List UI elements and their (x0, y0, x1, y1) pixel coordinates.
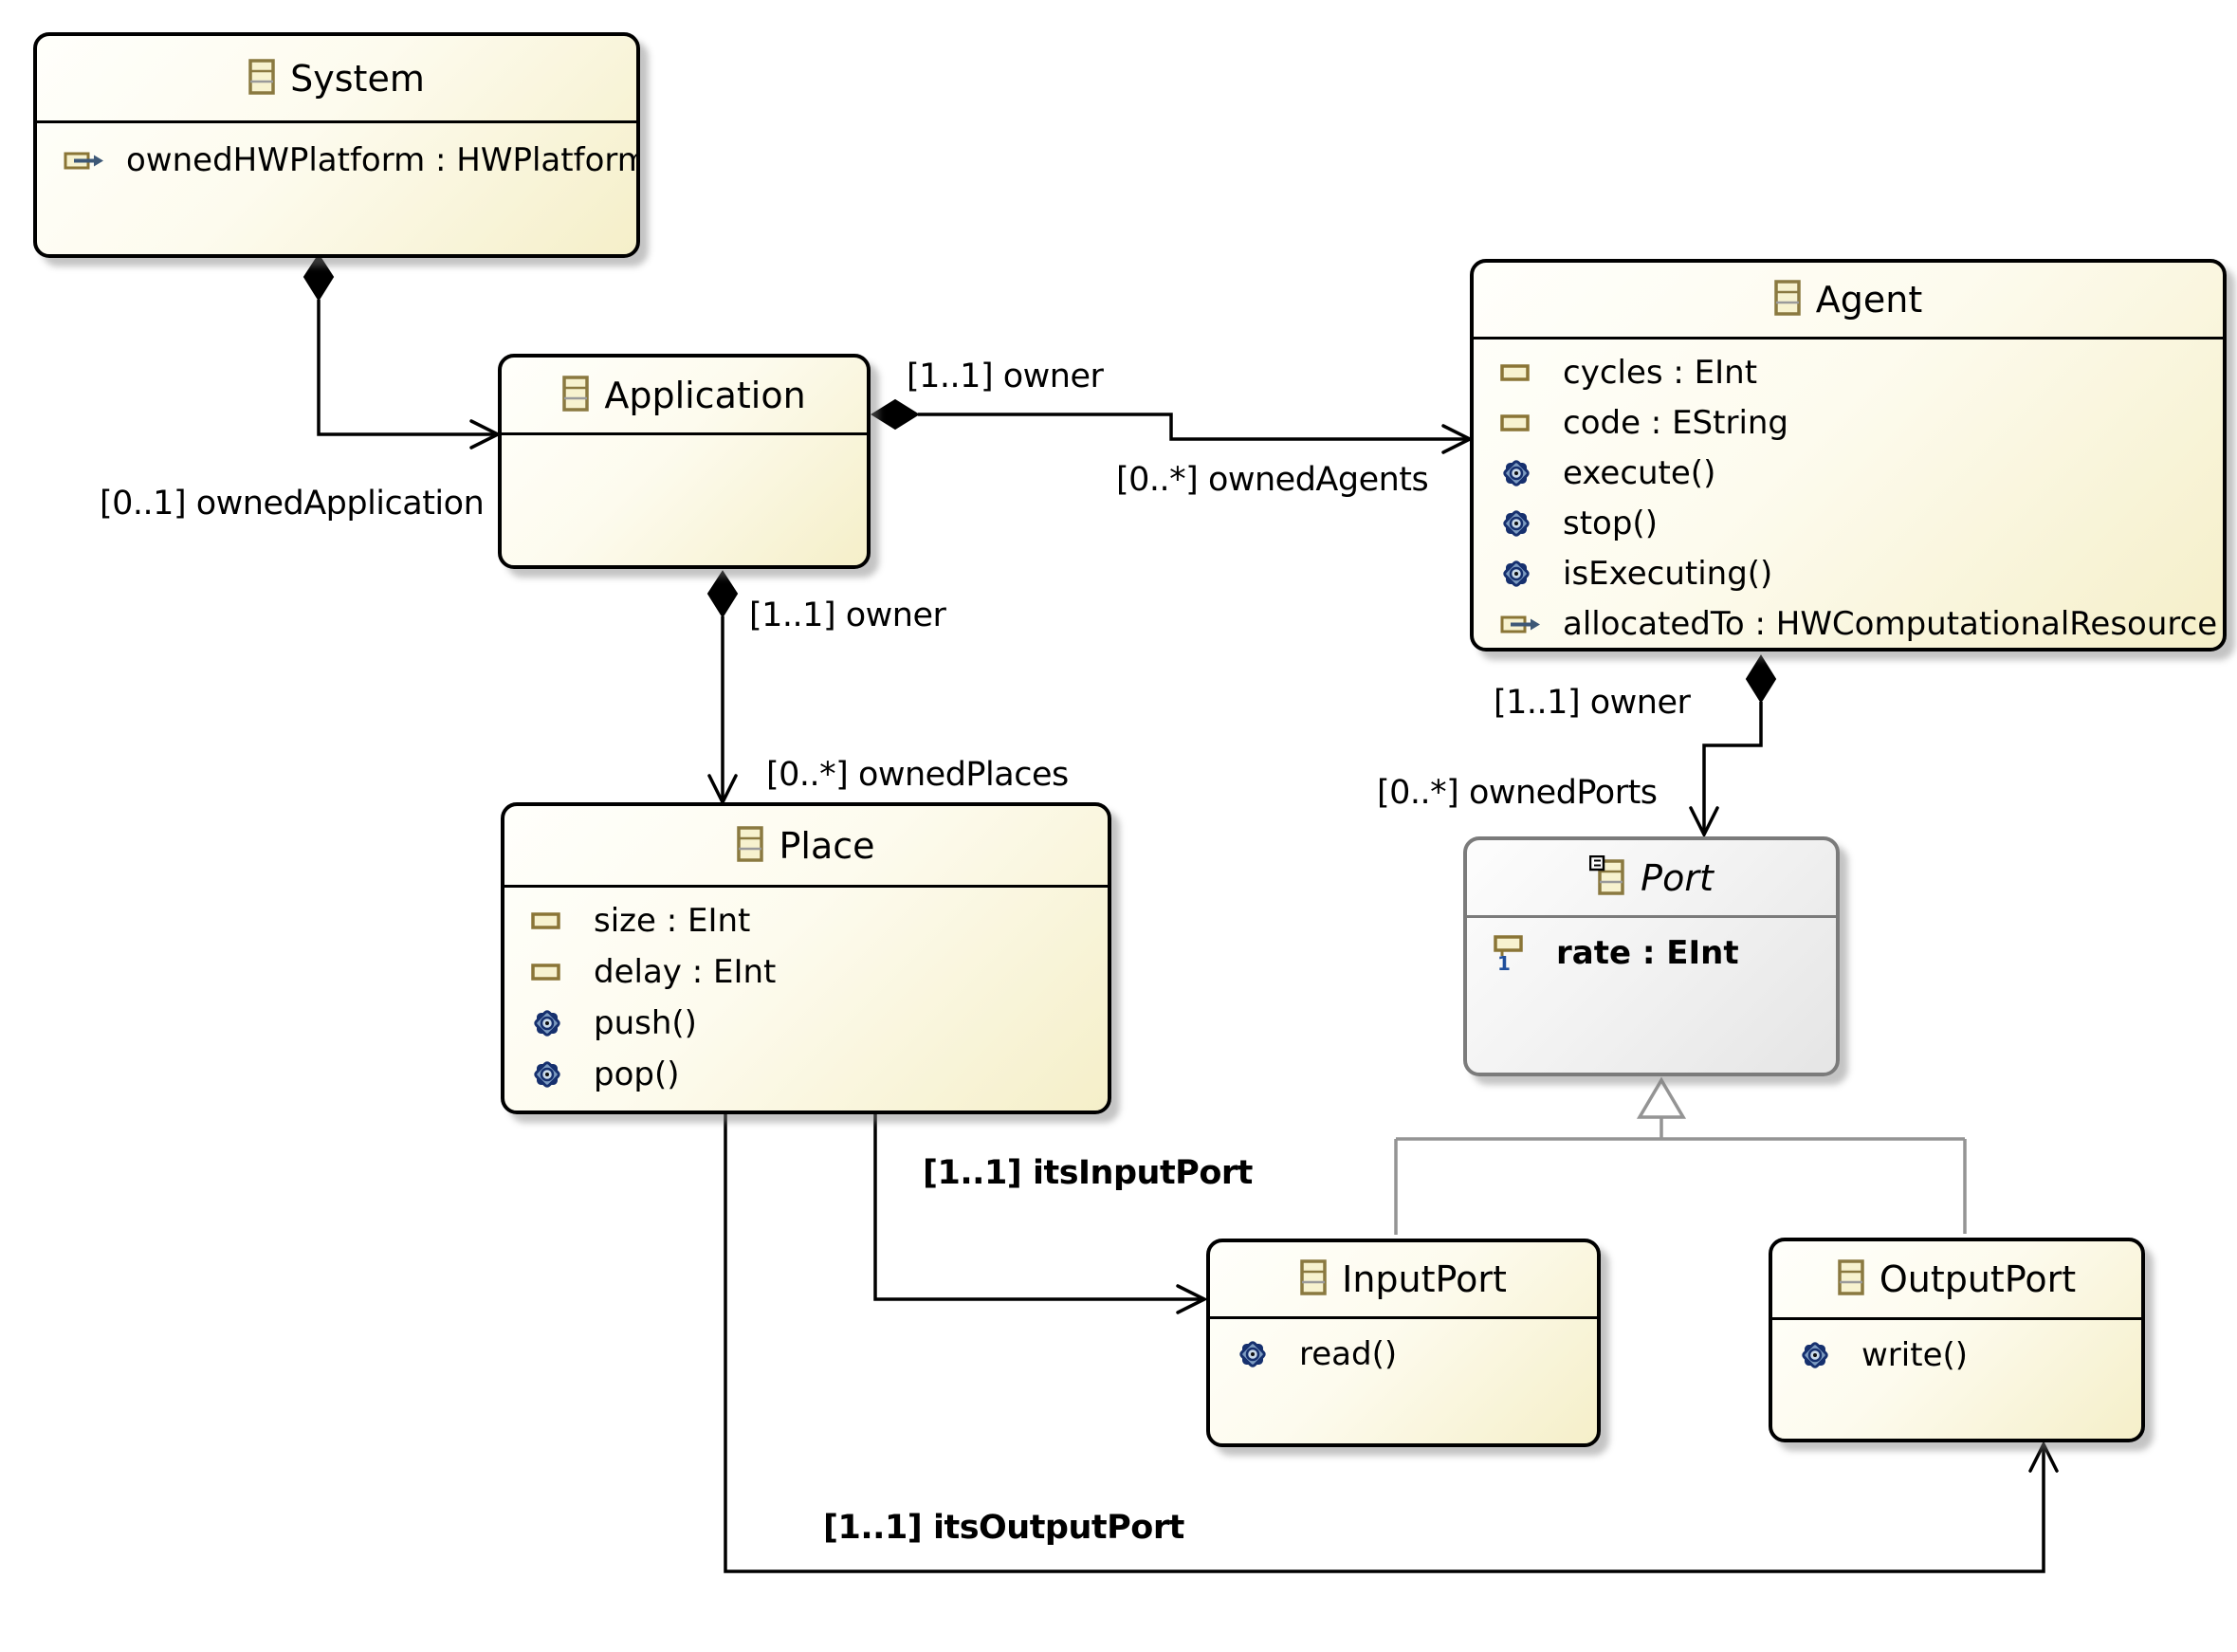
class-title: Application (604, 374, 806, 416)
member-row[interactable]: push() (504, 998, 1108, 1049)
member-label: pop() (594, 1055, 680, 1093)
edge-label-owner-agent: [1..1] owner (907, 358, 1104, 395)
edge-label-itsInputPort: [1..1] itsInputPort (923, 1154, 1253, 1192)
member-row[interactable]: delay : EInt (504, 946, 1108, 998)
class-box-inputport[interactable]: InputPort read() (1206, 1239, 1601, 1447)
member-row[interactable]: 1 rate : EInt (1467, 926, 1836, 981)
eoperation-icon (531, 1007, 575, 1039)
edge-label-owner-place: [1..1] owner (749, 597, 946, 634)
eclass-icon (1838, 1258, 1864, 1300)
eattribute-required-icon: 1 (1494, 934, 1537, 972)
member-row[interactable]: allocatedTo : HWComputationalResource (1474, 598, 2223, 648)
member-label: allocatedTo : HWComputationalResource (1563, 604, 2218, 643)
eoperation-icon (1500, 558, 1544, 590)
eattribute-icon (1500, 362, 1544, 383)
class-box-application[interactable]: Application (498, 354, 871, 569)
member-row[interactable]: isExecuting() (1474, 548, 2223, 598)
member-row[interactable]: code : EString (1474, 397, 2223, 448)
class-title: InputPort (1342, 1258, 1507, 1300)
eoperation-icon (531, 1058, 575, 1091)
member-row[interactable]: read() (1210, 1327, 1597, 1382)
class-title: Agent (1815, 279, 1923, 321)
eoperation-icon (1500, 507, 1544, 540)
member-row[interactable]: write() (1772, 1328, 2141, 1383)
ereference-icon (1500, 612, 1544, 636)
member-label: rate : EInt (1556, 934, 1739, 972)
class-box-outputport[interactable]: OutputPort write() (1769, 1238, 2145, 1442)
eoperation-icon (1799, 1339, 1843, 1371)
edge-place-inputport[interactable] (873, 1114, 1208, 1314)
edge-application-place[interactable] (706, 570, 739, 806)
member-label: read() (1299, 1335, 1398, 1373)
ereference-icon (64, 148, 107, 173)
eclass-icon (248, 58, 275, 100)
eclass-icon (1300, 1258, 1327, 1300)
eclass-icon (562, 375, 590, 416)
member-row[interactable]: execute() (1474, 448, 2223, 498)
composition-diamond (706, 570, 739, 618)
eoperation-icon (1237, 1338, 1280, 1370)
edge-application-agent[interactable] (871, 398, 1474, 454)
eattribute-icon (531, 962, 575, 982)
member-label: code : EString (1563, 403, 1789, 442)
eattribute-icon (531, 910, 575, 931)
edge-label-itsOutputPort: [1..1] itsOutputPort (823, 1509, 1184, 1547)
member-label: execute() (1563, 453, 1716, 492)
class-title: System (290, 57, 425, 100)
eoperation-icon (1500, 457, 1544, 489)
member-row[interactable]: stop() (1474, 498, 2223, 548)
member-label: ownedHWPlatform : HWPlatform (126, 141, 636, 179)
eattribute-icon (1500, 413, 1544, 433)
eclass-abstract-icon (1588, 854, 1625, 901)
member-row[interactable]: pop() (504, 1049, 1108, 1100)
member-label: delay : EInt (594, 953, 777, 991)
edge-place-outputport[interactable] (724, 1114, 2059, 1573)
open-arrowhead (1176, 1284, 1208, 1314)
member-label: cycles : EInt (1563, 353, 1758, 392)
member-label: write() (1861, 1336, 1969, 1374)
edge-label-ownedPorts: [0..*] ownedPorts (1377, 774, 1658, 812)
open-arrowhead (1689, 806, 1719, 838)
eclass-icon (1774, 279, 1801, 321)
composition-diamond (871, 398, 920, 431)
class-box-place[interactable]: Place size : EInt delay : EInt push() (501, 802, 1111, 1114)
edge-system-application[interactable] (303, 253, 502, 450)
member-row[interactable]: cycles : EInt (1474, 347, 2223, 397)
composition-diamond (1745, 654, 1777, 704)
composition-diamond (303, 253, 335, 302)
edge-label-ownedAgents: [0..*] ownedAgents (1116, 461, 1429, 499)
member-label: isExecuting() (1563, 554, 1773, 593)
class-box-port[interactable]: Port 1 rate : EInt (1463, 836, 1840, 1076)
edge-label-owner-port: [1..1] owner (1494, 684, 1691, 722)
svg-text:1: 1 (1497, 952, 1511, 972)
class-title: Port (1641, 856, 1714, 899)
edge-label-ownedApplication: [0..1] ownedApplication (100, 485, 485, 523)
edge-agent-port[interactable] (1689, 654, 1777, 838)
eclass-icon (737, 825, 764, 867)
generalization-triangle (1636, 1076, 1687, 1119)
edge-generalization-port[interactable] (1394, 1076, 1967, 1235)
member-label: stop() (1563, 504, 1658, 542)
class-title: Place (779, 824, 875, 867)
member-label: size : EInt (594, 902, 751, 940)
member-row[interactable]: ownedHWPlatform : HWPlatform (37, 133, 636, 188)
member-label: push() (594, 1004, 697, 1042)
class-title: OutputPort (1879, 1258, 2077, 1300)
open-arrowhead (2028, 1441, 2059, 1473)
class-box-system[interactable]: System ownedHWPlatform : HWPlatform (33, 32, 640, 258)
member-row[interactable]: size : EInt (504, 895, 1108, 946)
class-box-agent[interactable]: Agent cycles : EInt code : EString execu… (1470, 259, 2227, 652)
edge-label-ownedPlaces: [0..*] ownedPlaces (766, 756, 1069, 794)
